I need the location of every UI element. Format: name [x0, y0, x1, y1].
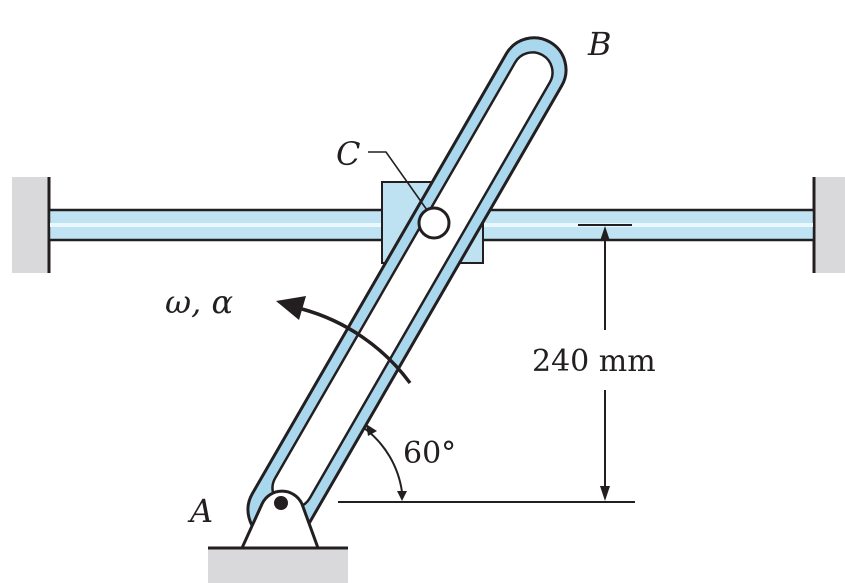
label-angle: 60° — [403, 436, 456, 471]
label-omega-alpha: ω, α — [165, 283, 233, 321]
pin-a — [274, 496, 288, 510]
rotation-arrowhead — [276, 296, 306, 320]
dimension-arrow-bottom — [600, 486, 610, 501]
pin-c-leader — [368, 151, 428, 211]
label-point-b: B — [587, 25, 612, 63]
label-point-c: C — [336, 135, 360, 173]
label-point-a: A — [187, 492, 213, 530]
pin-bracket — [240, 489, 320, 550]
dimension-arrow-top — [600, 226, 610, 241]
angle-arrowhead-top — [366, 424, 377, 436]
rotation-arrow — [301, 307, 412, 385]
slider-pin-c — [417, 206, 451, 240]
angle-arrowhead-bottom — [397, 491, 407, 501]
right-wall — [814, 177, 845, 273]
left-wall — [12, 177, 49, 273]
ground-base — [208, 548, 348, 583]
slotted-link — [246, 36, 568, 544]
angle-arc — [363, 427, 403, 493]
label-distance: 240 mm — [532, 344, 656, 379]
